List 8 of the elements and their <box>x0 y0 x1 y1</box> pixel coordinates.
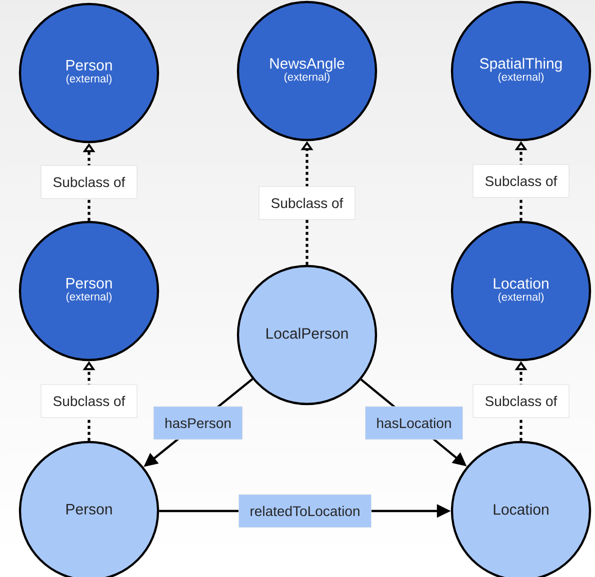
edge-label: relatedToLocation <box>238 494 372 528</box>
edge-label: hasPerson <box>153 406 243 440</box>
edge-label: hasLocation <box>365 406 463 440</box>
edge-label: Subclass of <box>472 384 570 418</box>
edge-label: Subclass of <box>472 164 570 198</box>
edge-label: Subclass of <box>40 384 138 418</box>
edge-label: Subclass of <box>258 186 356 220</box>
edge-label: Subclass of <box>40 165 138 199</box>
